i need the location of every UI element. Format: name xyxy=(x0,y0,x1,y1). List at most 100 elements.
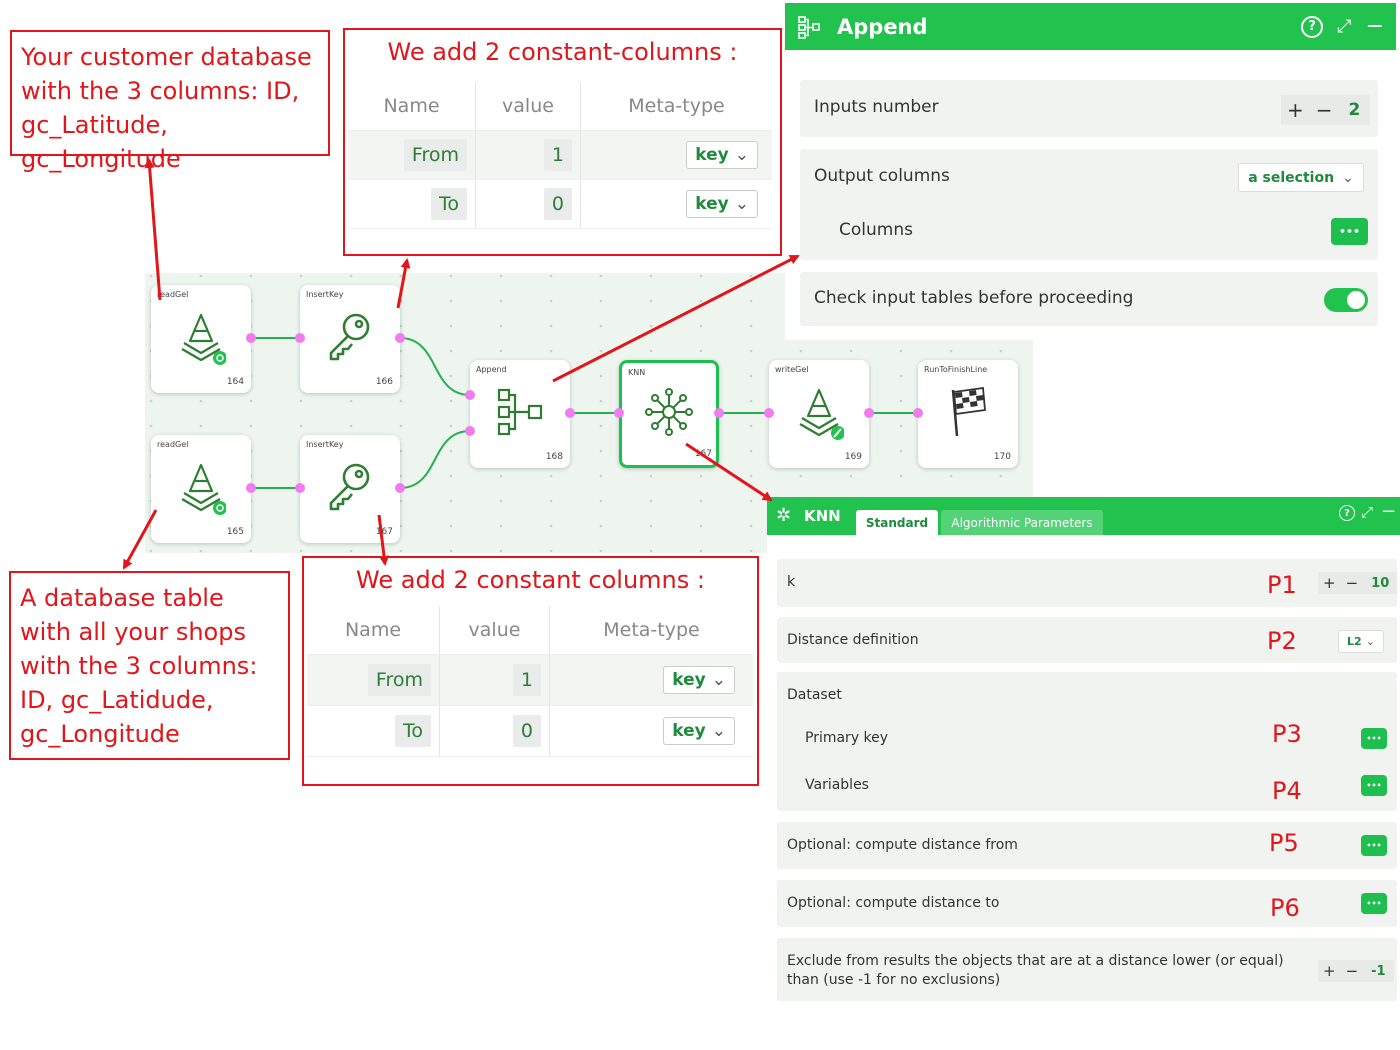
expand-icon[interactable]: ⤢ xyxy=(1361,503,1374,521)
meta-type-select[interactable]: key⌄ xyxy=(686,190,758,218)
node-label: InsertKey xyxy=(306,290,344,299)
distance-to-picker-button[interactable]: ••• xyxy=(1361,893,1387,914)
input-port[interactable] xyxy=(295,333,305,343)
minimize-icon[interactable]: − xyxy=(1365,14,1384,39)
meta-type-value: key xyxy=(695,145,729,165)
inputs-number-stepper[interactable]: + − 2 xyxy=(1281,95,1371,125)
meta-type-select[interactable]: key⌄ xyxy=(663,666,735,694)
node-readgel-164[interactable]: readGel 164 xyxy=(151,285,256,393)
variables-picker-button[interactable]: ••• xyxy=(1361,775,1387,796)
exclude-label: Exclude from results the objects that ar… xyxy=(787,953,1284,988)
check-input-toggle[interactable] xyxy=(1324,288,1368,312)
help-icon[interactable]: ? xyxy=(1301,15,1324,38)
output-port[interactable] xyxy=(714,408,724,418)
plus-button[interactable]: + xyxy=(1323,962,1336,980)
distance-to-card: Optional: compute distance to ••• xyxy=(777,880,1397,927)
k-value[interactable]: 10 xyxy=(1371,575,1390,591)
distance-value: L2 xyxy=(1347,635,1362,648)
row-value[interactable]: 1 xyxy=(512,664,541,696)
primary-key-picker-button[interactable]: ••• xyxy=(1361,728,1387,749)
append-tree-icon xyxy=(798,15,820,39)
inputs-number-card: Inputs number + − 2 xyxy=(800,80,1378,137)
output-columns-value: a selection xyxy=(1248,169,1335,186)
table-row[interactable]: To 0 key⌄ xyxy=(348,180,772,229)
table-row[interactable]: To 0 key⌄ xyxy=(307,706,753,757)
plus-button[interactable]: + xyxy=(1287,98,1304,122)
row-name[interactable]: From xyxy=(403,139,467,171)
node-runtofinish-170[interactable]: RunToFinishLine 170 xyxy=(913,360,1018,468)
inputs-number-label: Inputs number xyxy=(814,97,939,117)
minus-button[interactable]: − xyxy=(1315,98,1333,122)
meta-type-value: key xyxy=(672,670,706,690)
row-value[interactable]: 1 xyxy=(543,139,572,171)
output-port[interactable] xyxy=(395,333,405,343)
param-label-p3: P3 xyxy=(1272,720,1302,748)
node-writegel-169[interactable]: writeGel 169 xyxy=(764,360,874,468)
row-name[interactable]: To xyxy=(430,188,467,220)
dataset-card: Dataset Primary key ••• Variables ••• xyxy=(777,672,1397,811)
output-port[interactable] xyxy=(565,408,575,418)
key-icon xyxy=(329,463,370,511)
input-port-2[interactable] xyxy=(465,426,475,436)
inputs-number-value[interactable]: 2 xyxy=(1348,100,1361,120)
node-knn[interactable]: KNN 167 xyxy=(614,360,724,468)
help-icon[interactable]: ? xyxy=(1339,505,1355,521)
node-label: Append xyxy=(476,365,507,374)
output-port[interactable] xyxy=(246,333,256,343)
node-insertkey-166[interactable]: InsertKey 166 xyxy=(295,285,405,393)
constant-table-top: Name value Meta-type From 1 key⌄ To 0 ke… xyxy=(348,82,772,229)
row-value[interactable]: 0 xyxy=(512,715,541,747)
node-readgel-165[interactable]: readGel 165 xyxy=(151,435,256,543)
minus-button[interactable]: − xyxy=(1345,962,1359,980)
distance-select[interactable]: L2 ⌄ xyxy=(1338,630,1384,653)
annotation-constant-columns-top: We add 2 constant-columns : xyxy=(343,28,782,256)
node-id: 169 xyxy=(844,452,862,462)
pyramid-write-icon xyxy=(799,388,844,440)
dataset-label: Dataset xyxy=(787,687,842,703)
param-label-p4: P4 xyxy=(1272,777,1302,805)
exclude-value[interactable]: -1 xyxy=(1371,963,1386,979)
output-port[interactable] xyxy=(246,483,256,493)
meta-type-value: key xyxy=(672,721,706,741)
panel-title: Append xyxy=(837,14,928,39)
meta-type-select[interactable]: key⌄ xyxy=(663,717,735,745)
output-port[interactable] xyxy=(864,408,874,418)
meta-type-select[interactable]: key⌄ xyxy=(686,141,758,169)
tab-standard[interactable]: Standard xyxy=(856,510,938,535)
exclude-stepper[interactable]: + − -1 xyxy=(1318,960,1394,982)
table-row[interactable]: From 1 key⌄ xyxy=(307,655,753,706)
node-insertkey-167[interactable]: InsertKey 167 xyxy=(295,435,405,543)
node-label: InsertKey xyxy=(306,440,344,449)
input-port[interactable] xyxy=(614,408,624,418)
knn-settings-panel: ✲ KNN Standard Algorithmic Parameters ? … xyxy=(767,497,1400,1010)
input-port-1[interactable] xyxy=(465,390,475,400)
output-columns-select[interactable]: a selection ⌄ xyxy=(1238,163,1364,192)
header-value: value xyxy=(476,82,581,130)
annotation-shops-database: A database table with all your shops wit… xyxy=(9,571,290,760)
primary-key-label: Primary key xyxy=(805,730,889,746)
distance-from-picker-button[interactable]: ••• xyxy=(1361,835,1387,856)
minimize-icon[interactable]: − xyxy=(1381,501,1397,522)
k-stepper[interactable]: + − 10 xyxy=(1318,572,1398,594)
annotation-text: A database table with all your shops wit… xyxy=(20,584,258,748)
expand-icon[interactable]: ⤢ xyxy=(1337,16,1352,37)
distance-label: Distance definition xyxy=(787,632,919,648)
tab-algorithmic-parameters[interactable]: Algorithmic Parameters xyxy=(941,510,1103,535)
row-name[interactable]: From xyxy=(367,664,431,696)
param-label-p5: P5 xyxy=(1269,829,1299,857)
toggle-knob xyxy=(1347,291,1365,309)
table-row[interactable]: From 1 key⌄ xyxy=(348,131,772,180)
input-port[interactable] xyxy=(295,483,305,493)
minus-button[interactable]: − xyxy=(1345,574,1359,592)
columns-picker-button[interactable]: ••• xyxy=(1331,218,1368,245)
input-port[interactable] xyxy=(913,408,923,418)
row-value[interactable]: 0 xyxy=(543,188,572,220)
row-name[interactable]: To xyxy=(394,715,431,747)
output-port[interactable] xyxy=(395,483,405,493)
exclude-card: Exclude from results the objects that ar… xyxy=(777,938,1397,1001)
input-port[interactable] xyxy=(764,408,774,418)
node-id: 164 xyxy=(226,377,244,387)
plus-button[interactable]: + xyxy=(1323,574,1336,592)
node-append-168[interactable]: Append 168 xyxy=(465,360,575,468)
append-panel-header: Append ? ⤢ − xyxy=(785,3,1396,50)
